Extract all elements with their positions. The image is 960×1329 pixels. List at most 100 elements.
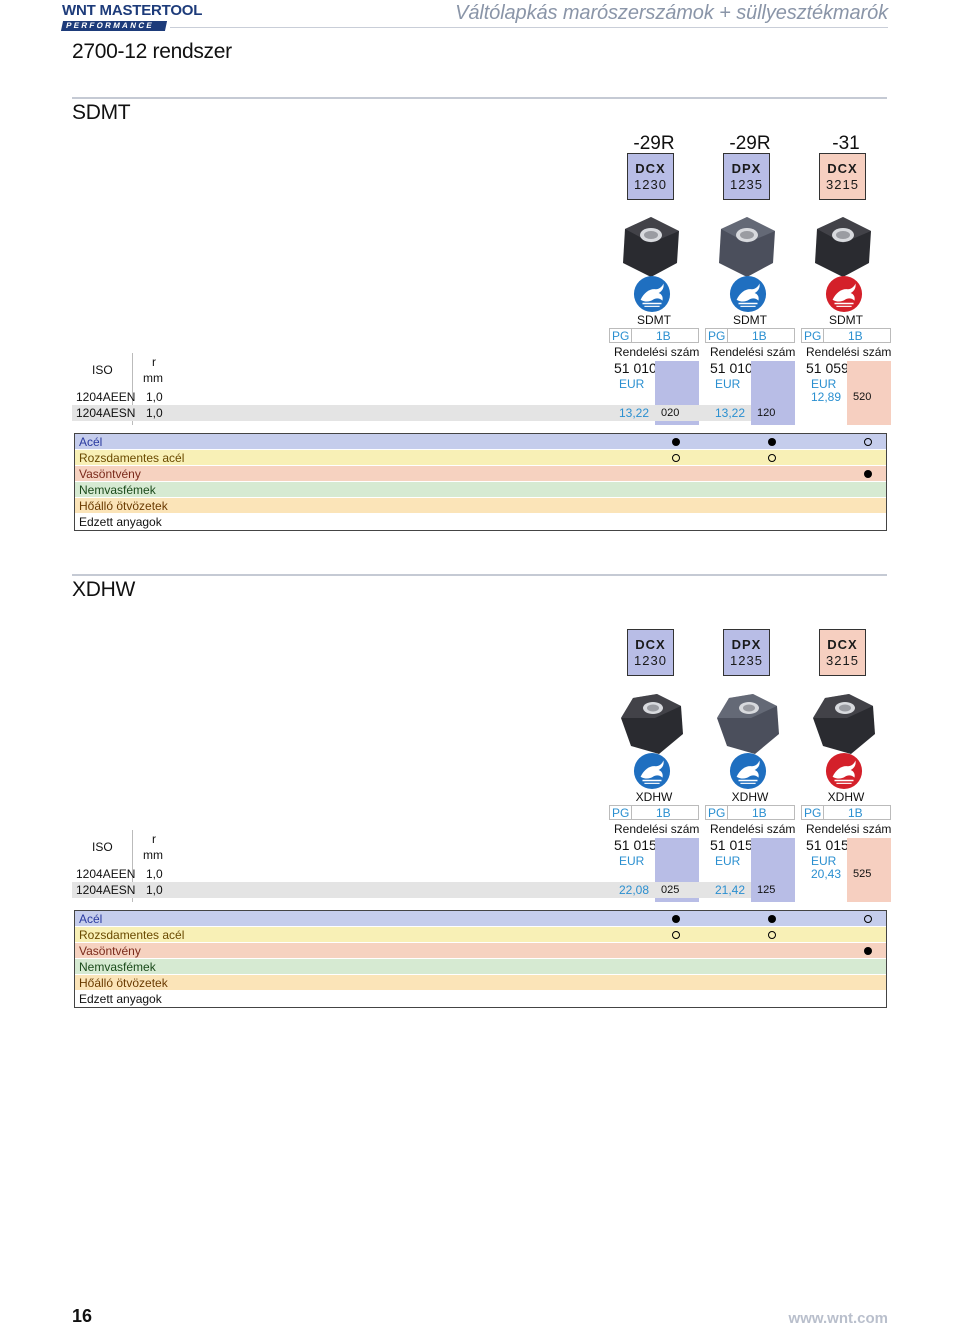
order-number-label: Rendelési szám: [710, 345, 796, 359]
order-suffix[interactable]: 120: [757, 407, 776, 419]
pg-value: 1B: [656, 329, 671, 343]
pg-divider: [727, 805, 728, 820]
section-title: XDHW: [72, 578, 135, 601]
grade-code: DPX: [731, 637, 762, 652]
suitability-main-icon: [768, 915, 776, 923]
price: 22,08: [618, 883, 649, 897]
suitability-main-icon: [672, 438, 680, 446]
iso-code: 1204AESN: [76, 406, 136, 420]
price: 12,89: [810, 390, 841, 404]
suitability-main-icon: [864, 947, 872, 955]
insert-type: SDMT: [637, 313, 671, 327]
suitability-secondary-icon: [768, 931, 776, 939]
pg-value: 1B: [848, 329, 863, 343]
insert-image: [803, 207, 883, 287]
logo-wordmark: WNT MASTERTOOL: [62, 2, 203, 19]
code-column-bar: [751, 361, 795, 425]
material-name: Hőálló ötvözetek: [79, 976, 168, 990]
insert-type: XDHW: [635, 790, 673, 804]
price: 13,22: [714, 406, 745, 420]
code-column-bar: [847, 361, 891, 425]
material-row: Rozsdamentes acél: [75, 450, 886, 466]
iso-label: ISO: [92, 840, 113, 854]
section-divider: [72, 574, 887, 576]
order-suffix[interactable]: 125: [757, 884, 776, 896]
order-number-label: Rendelési szám: [710, 822, 796, 836]
material-row: Vasöntvény: [75, 943, 886, 959]
pg-row: [801, 805, 891, 820]
pg-value: 1B: [752, 329, 767, 343]
red-icon: [825, 275, 863, 313]
material-name: Edzett anyagok: [79, 515, 162, 529]
pg-divider: [823, 805, 824, 820]
currency-label: EUR: [811, 854, 837, 868]
material-name: Acél: [79, 435, 103, 449]
radius-value: 1,0: [146, 867, 163, 881]
blue-icon: [729, 752, 767, 790]
section-title: SDMT: [72, 101, 131, 124]
insert-image: [803, 684, 883, 764]
pg-row: [705, 328, 795, 343]
red-icon: [825, 752, 863, 790]
grade-number: 1230: [634, 653, 667, 668]
radius-label: r: [152, 355, 156, 369]
currency-label: EUR: [811, 377, 837, 391]
code-column-bar: [847, 838, 891, 902]
material-row: Edzett anyagok: [75, 991, 886, 1007]
suitability-secondary-icon: [768, 454, 776, 462]
insert-image: [707, 684, 787, 764]
order-number-label: Rendelési szám: [614, 345, 700, 359]
grade-number: 1235: [730, 653, 763, 668]
footer-url[interactable]: www.wnt.com: [788, 1310, 888, 1327]
pg-value: 1B: [752, 806, 767, 820]
table-row-shade: [72, 882, 751, 898]
suitability-main-icon: [768, 438, 776, 446]
blue-icon: [729, 275, 767, 313]
radius-value: 1,0: [146, 406, 163, 420]
order-suffix[interactable]: 525: [853, 868, 872, 880]
order-suffix[interactable]: 520: [853, 391, 872, 403]
order-suffix[interactable]: 020: [661, 407, 680, 419]
grade-number: 1230: [634, 177, 667, 192]
suitability-secondary-icon: [864, 438, 872, 446]
grade-caption: -31: [832, 133, 860, 154]
pg-row: [609, 805, 699, 820]
insert-image: [611, 207, 691, 287]
suitability-main-icon: [672, 915, 680, 923]
material-row: Edzett anyagok: [75, 514, 886, 530]
pg-row: [801, 328, 891, 343]
order-suffix[interactable]: 025: [661, 884, 680, 896]
material-row: Vasöntvény: [75, 466, 886, 482]
material-name: Acél: [79, 912, 103, 926]
grade-code: DCX: [635, 161, 666, 176]
radius-value: 1,0: [146, 883, 163, 897]
pg-divider: [727, 328, 728, 343]
grade-code: DCX: [827, 637, 858, 652]
iso-label: ISO: [92, 363, 113, 377]
grade-code: DPX: [731, 161, 762, 176]
unit-label: mm: [143, 371, 163, 385]
header-divider: [170, 27, 888, 28]
currency-label: EUR: [619, 854, 645, 868]
pg-label: PG: [804, 806, 822, 820]
pg-label: PG: [708, 329, 726, 343]
material-row: Acél: [75, 911, 886, 927]
pg-divider: [631, 805, 632, 820]
insert-type: SDMT: [733, 313, 767, 327]
grade-number: 3215: [826, 177, 859, 192]
grade-caption: -29R: [729, 133, 771, 154]
brand-logo: WNT MASTERTOOL PERFORMANCE: [60, 2, 203, 32]
insert-image: [707, 207, 787, 287]
material-name: Rozsdamentes acél: [79, 928, 185, 942]
currency-label: EUR: [715, 377, 741, 391]
pg-row: [609, 328, 699, 343]
insert-type: XDHW: [827, 790, 865, 804]
grade-caption: -29R: [633, 133, 675, 154]
suitability-secondary-icon: [672, 454, 680, 462]
material-name: Vasöntvény: [79, 467, 141, 481]
currency-label: EUR: [715, 854, 741, 868]
material-row: Hőálló ötvözetek: [75, 498, 886, 514]
